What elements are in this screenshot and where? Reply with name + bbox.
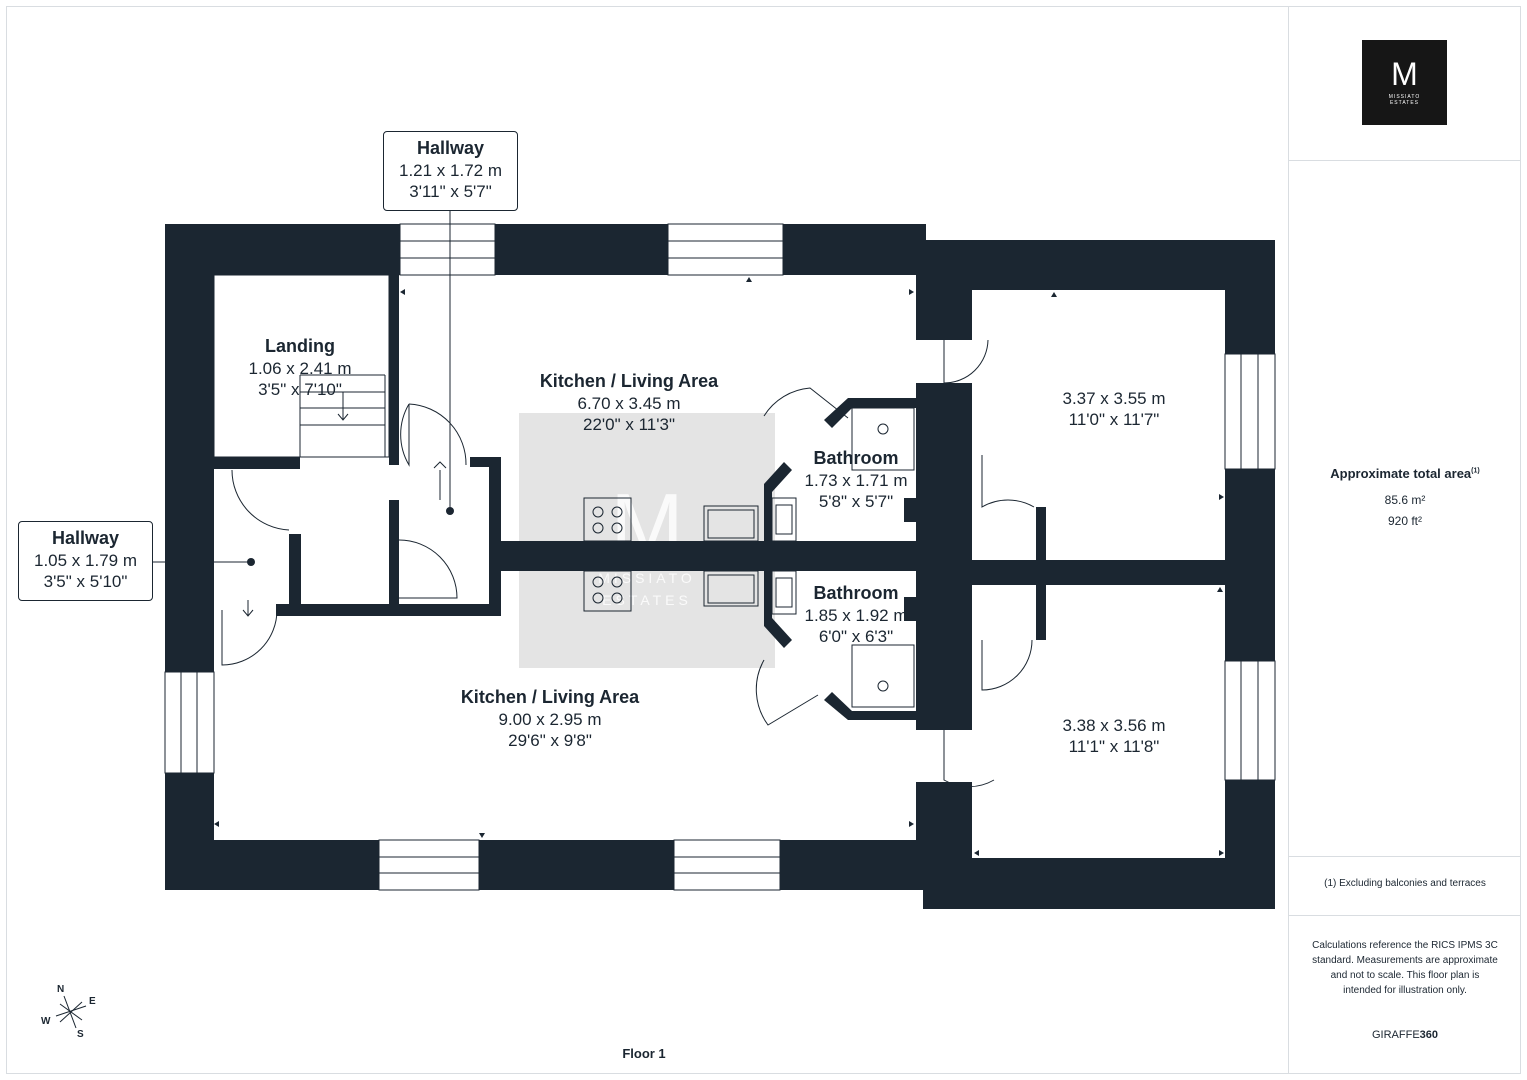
room-label-bathroom-upper: Bathroom 1.73 x 1.71 m 5'8" x 5'7" [804,446,907,512]
room-label-kitchen-upper: Kitchen / Living Area 6.70 x 3.45 m 22'0… [540,369,718,435]
room-imperial: 11'0" x 11'7" [1068,410,1160,429]
sidebar-divider [1288,6,1289,1074]
brand-mark: GIRAFFE360 [1289,1029,1521,1041]
room-metric: 6.70 x 3.45 m [577,394,681,413]
compass-north: N [57,984,65,995]
room-name: Hallway [51,528,120,548]
room-metric: 1.73 x 1.71 m [804,471,908,490]
disclaimer: Calculations reference the RICS IPMS 3C … [1312,940,1498,996]
area-m2: 85.6 m² [1384,493,1426,507]
room-label-bathroom-lower: Bathroom 1.85 x 1.92 m 6'0" x 6'3" [804,581,907,647]
logo-letter: M [1391,56,1418,92]
room-label-kitchen-lower: Kitchen / Living Area 9.00 x 2.95 m 29'6… [461,685,639,751]
room-label-bedroom-lower: 3.38 x 3.56 m 11'1" x 11'8" [1062,715,1165,757]
floor-label: Floor 1 [622,1046,666,1061]
room-metric: 9.00 x 2.95 m [498,710,602,729]
area-title-text: Approximate total area [1330,466,1472,481]
logo-line1: MISSIATO [1388,94,1421,100]
room-imperial: 3'5" x 7'10" [258,380,342,399]
room-imperial: 22'0" x 11'3" [583,415,675,434]
room-name: Hallway [416,138,485,158]
windows [164,223,1276,891]
room-metric: 3.37 x 3.55 m [1062,389,1166,408]
room-label-bedroom-upper: 3.37 x 3.55 m 11'0" x 11'7" [1062,388,1165,430]
room-imperial: 6'0" x 6'3" [818,627,894,646]
area-ft2: 920 ft² [1387,514,1423,528]
compass-west: W [41,1016,51,1027]
room-label-hallway-left: Hallway 1.05 x 1.79 m 3'5" x 5'10" [18,521,153,601]
watermark-line2: ESTATES [602,592,692,608]
room-name: Kitchen / Living Area [460,687,640,707]
room-imperial: 3'11" x 5'7" [409,182,492,201]
room-imperial: 5'8" x 5'7" [818,492,894,511]
compass-icon [55,995,87,1029]
room-imperial: 11'1" x 11'8" [1068,737,1160,756]
compass-south: S [77,1029,84,1040]
room-metric: 1.05 x 1.79 m [33,551,137,570]
room-name: Landing [264,336,335,356]
watermark-line1: MISSIATO [598,570,696,586]
walls [165,224,1275,909]
page-frame [6,6,1521,1074]
room-name: Bathroom [813,583,899,603]
room-label-landing: Landing 1.06 x 2.41 m 3'5" x 7'10" [248,334,351,400]
sidebar-rule [1289,915,1521,916]
room-label-hallway-top: Hallway 1.21 x 1.72 m 3'11" x 5'7" [383,131,518,211]
sidebar-rule [1289,160,1521,161]
brand-suffix: 360 [1419,1029,1439,1041]
fixtures [153,211,1035,788]
room-name: Bathroom [813,448,899,468]
measure-ticks [214,277,1224,856]
footnote: (1) Excluding balconies and terraces [1324,878,1486,889]
room-imperial: 3'5" x 5'10" [43,572,128,591]
logo-line2: ESTATES [1389,100,1420,106]
area-title: Approximate total area(1) [1289,466,1521,481]
room-imperial: 29'6" x 9'8" [508,731,592,750]
room-metric: 1.06 x 2.41 m [248,359,352,378]
brand-logo: M MISSIATO ESTATES [1362,40,1447,125]
room-name: Kitchen / Living Area [539,371,719,391]
room-metric: 1.85 x 1.92 m [804,606,908,625]
room-metric: 3.38 x 3.56 m [1062,716,1166,735]
leader-dots [247,507,454,566]
room-metric: 1.21 x 1.72 m [398,161,502,180]
brand-prefix: GIRAFFE [1371,1029,1420,1041]
floor-plan: M MISSIATO ESTATES [55,211,1276,1029]
sidebar-rule [1289,856,1521,857]
area-note-ref: (1) [1471,467,1480,475]
compass-east: E [89,996,96,1007]
